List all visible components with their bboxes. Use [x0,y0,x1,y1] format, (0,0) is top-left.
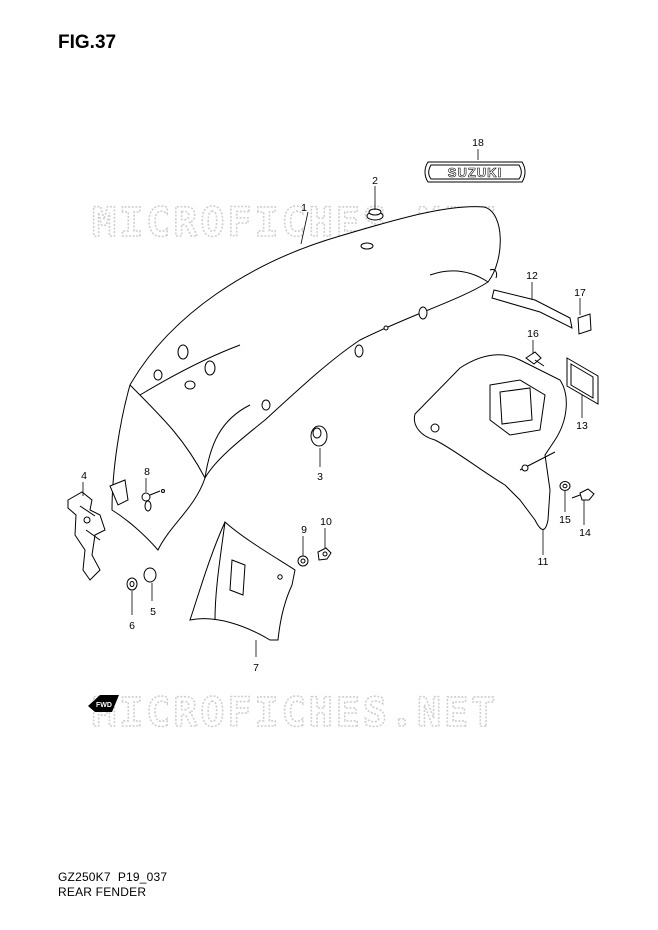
part-collar-5 [143,567,157,583]
part-bolt-14 [571,488,595,501]
part-grommet-top [366,208,384,221]
callout-13: 13 [576,420,588,432]
callout-7: 7 [253,662,259,674]
part-rear-fender [111,206,501,551]
callout-18: 18 [472,137,484,149]
part-license-bracket [413,354,567,530]
part-washer-9 [297,555,309,567]
part-bolt-16 [525,351,545,367]
callout-9: 9 [301,524,307,536]
part-small-plate [577,313,592,335]
callout-11: 11 [538,556,549,568]
part-reflector-pad [566,357,599,405]
part-emblem-suzuki: SUZUKI [424,161,526,183]
callout-1: 1 [301,202,307,214]
model-code: GZ250K7 P19_037 [58,870,168,884]
callout-16: 16 [527,328,539,340]
forward-label: FWD [96,702,112,709]
figure-title: FIG.37 [58,32,117,53]
part-nut-10 [317,547,332,561]
callout-numbers: 1 2 3 4 5 6 7 8 9 10 11 12 13 14 15 16 1… [81,137,591,674]
callout-3: 3 [317,471,323,483]
part-bracket-left [67,479,129,581]
emblem-text: SUZUKI [448,165,502,180]
part-washer-15 [559,481,571,491]
callout-15: 15 [559,514,571,526]
part-strip [491,289,573,329]
part-screw-8 [141,489,165,502]
part-cushion [310,425,328,447]
callout-14: 14 [579,527,591,539]
callout-5: 5 [150,606,156,618]
callout-8: 8 [144,466,150,478]
watermark-bottom: MICROFICHES.NET [92,690,498,736]
callout-2: 2 [372,175,378,187]
forward-arrow-icon: FWD [88,695,119,712]
part-rear-flap [189,521,296,641]
leader-lines [82,149,585,657]
callout-12: 12 [526,270,538,282]
part-washer-6 [126,577,138,591]
callout-10: 10 [320,516,332,528]
section-name: REAR FENDER [58,885,147,899]
callout-4: 4 [81,470,87,482]
callout-6: 6 [129,620,135,632]
callout-17: 17 [574,287,586,299]
